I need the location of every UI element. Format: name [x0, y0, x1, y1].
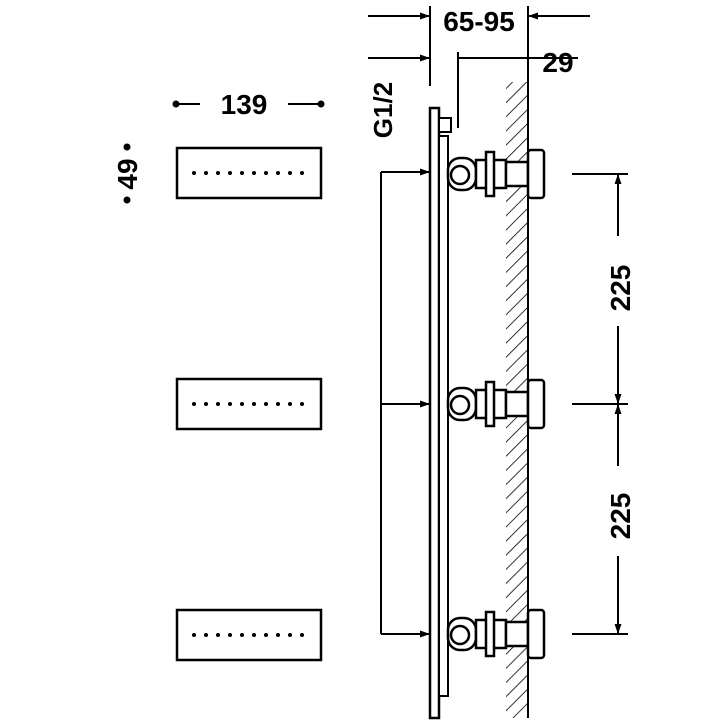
wall-plate [428, 106, 441, 720]
nozzle-holes-top [192, 171, 304, 175]
depth-dimension [368, 52, 578, 128]
height-dimension-label: 49 [112, 158, 143, 189]
fitting-bottom [446, 608, 546, 660]
nozzle-holes-bottom [192, 633, 304, 637]
nozzle-holes [192, 171, 304, 637]
offset-dimension [368, 6, 590, 86]
inner-plate [438, 135, 449, 697]
fitting-top [446, 148, 546, 200]
width-dimension: 139 [172, 89, 325, 120]
nozzle-front-middle [175, 377, 323, 431]
nozzle-front-bottom [175, 608, 323, 662]
nozzle-holes-middle [192, 402, 304, 406]
nozzle-front-top [175, 146, 323, 200]
offset-dimension-label: 65-95 [443, 6, 515, 37]
spacing-upper-label: 225 [605, 265, 636, 312]
depth-dimension-label: 29 [542, 47, 573, 78]
spacing-lower-label: 225 [605, 493, 636, 540]
fitting-middle [446, 378, 546, 430]
thread-label: G1/2 [368, 82, 398, 138]
spacing-dimension [572, 173, 628, 635]
top-screw [438, 117, 452, 133]
thread-leaders [380, 168, 430, 638]
height-dimension: 49 [112, 143, 143, 204]
width-dimension-label: 139 [221, 89, 268, 120]
nozzle-front-view-group [175, 146, 323, 662]
